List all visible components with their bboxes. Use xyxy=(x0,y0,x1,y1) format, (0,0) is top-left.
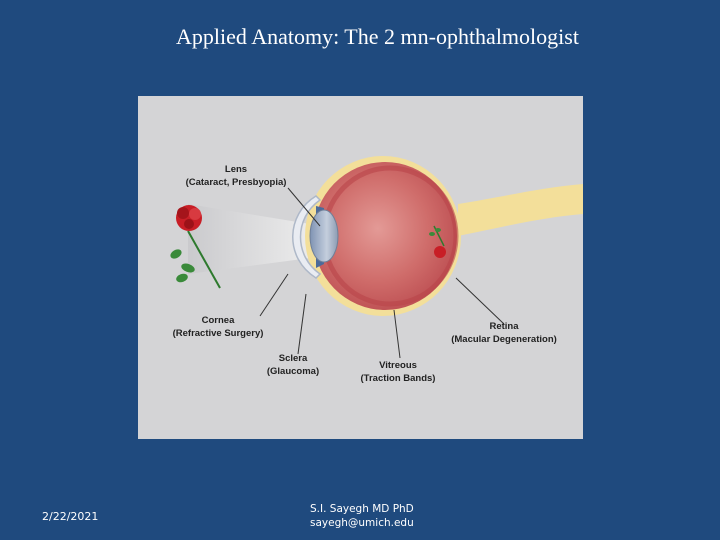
eye-anatomy-figure: Lens (Cataract, Presbyopia) Cornea (Refr… xyxy=(138,96,583,439)
retina-sublabel: (Macular Degeneration) xyxy=(451,334,557,345)
cornea xyxy=(292,195,322,279)
eye-diagram: Lens (Cataract, Presbyopia) Cornea (Refr… xyxy=(170,156,583,384)
vitreous-sublabel: (Traction Bands) xyxy=(361,373,436,384)
lens xyxy=(309,209,339,263)
cornea-label: Cornea xyxy=(202,315,235,326)
rose-icon xyxy=(170,205,221,289)
cornea-sublabel: (Refractive Surgery) xyxy=(173,328,264,339)
footer-email: sayegh@umich.edu xyxy=(310,517,414,529)
light-beam xyxy=(188,204,310,274)
slide-title: Applied Anatomy: The 2 mn-ophthalmologis… xyxy=(176,24,579,49)
retina-label: Retina xyxy=(489,321,519,332)
sclera-label: Sclera xyxy=(279,353,308,364)
sclera-sublabel: (Glaucoma) xyxy=(267,366,319,377)
label-pointers xyxy=(259,187,505,359)
eyeball-globe xyxy=(313,162,457,310)
lens-label: Lens xyxy=(225,164,247,175)
inverted-rose-image-icon xyxy=(429,225,446,258)
lens-sublabel: (Cataract, Presbyopia) xyxy=(186,177,287,188)
footer-date: 2/22/2021 xyxy=(42,510,99,523)
footer-credit: S.I. Sayegh MD PhD sayegh@umich.edu xyxy=(310,502,430,530)
vitreous-label: Vitreous xyxy=(379,360,417,371)
footer-author: S.I. Sayegh MD PhD xyxy=(310,503,414,515)
optic-nerve xyxy=(458,184,583,236)
